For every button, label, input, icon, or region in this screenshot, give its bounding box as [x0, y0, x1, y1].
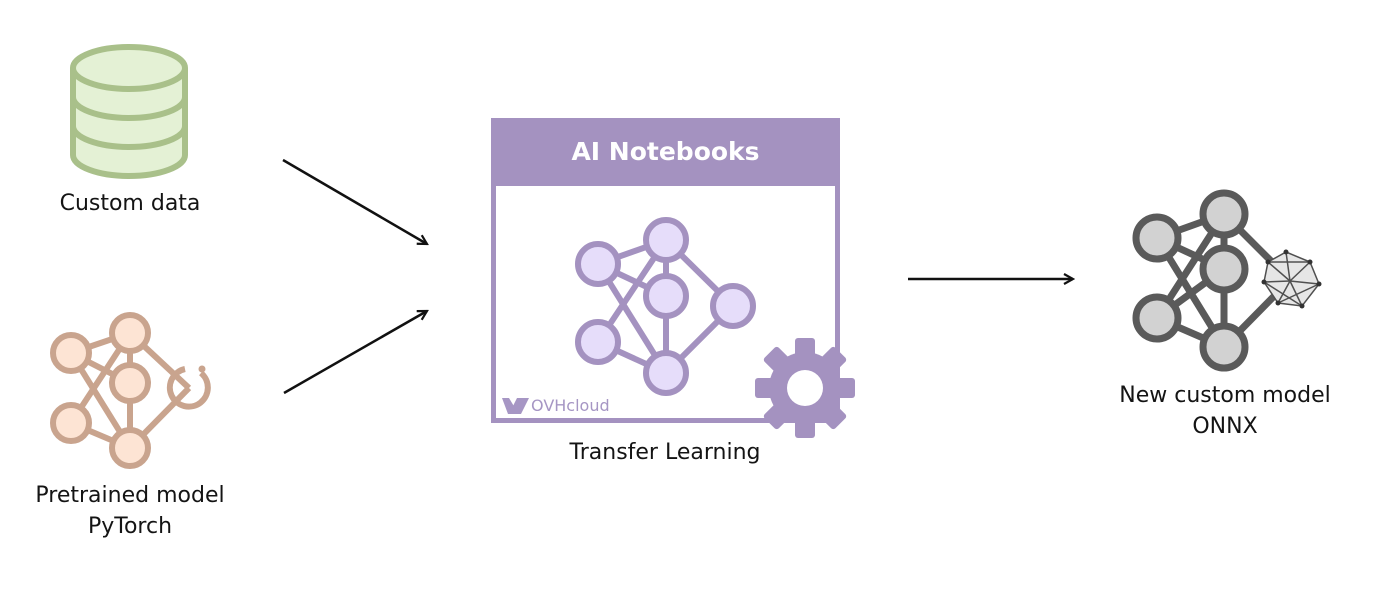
pretrained-model-line1: Pretrained model	[35, 483, 225, 508]
custom-data-text: Custom data	[59, 191, 201, 216]
arrow-data-to-notebook	[282, 158, 427, 244]
onnx-network-icon	[1132, 189, 1322, 372]
neural-network-icon	[575, 217, 756, 396]
custom-data-label: Custom data	[30, 188, 230, 219]
output-model-line2: ONNX	[1192, 414, 1258, 439]
transfer-learning-text: Transfer Learning	[569, 440, 761, 465]
notebook-title: AI Notebooks	[491, 118, 840, 186]
output-model-label: New custom model ONNX	[1090, 380, 1360, 442]
output-model-line1: New custom model	[1119, 383, 1331, 408]
pretrained-model-label: Pretrained model PyTorch	[15, 480, 245, 542]
gear-icon	[755, 338, 855, 438]
ovhcloud-brand: OVHcloud	[531, 396, 610, 415]
arrow-model-to-notebook	[283, 311, 427, 395]
pretrained-model-line2: PyTorch	[87, 514, 173, 539]
pytorch-network-icon	[50, 312, 211, 469]
onnx-polyhedron-icon	[1263, 251, 1320, 307]
database-icon	[70, 44, 188, 179]
transfer-learning-label: Transfer Learning	[540, 437, 790, 468]
ovhcloud-logo-icon	[502, 398, 529, 414]
